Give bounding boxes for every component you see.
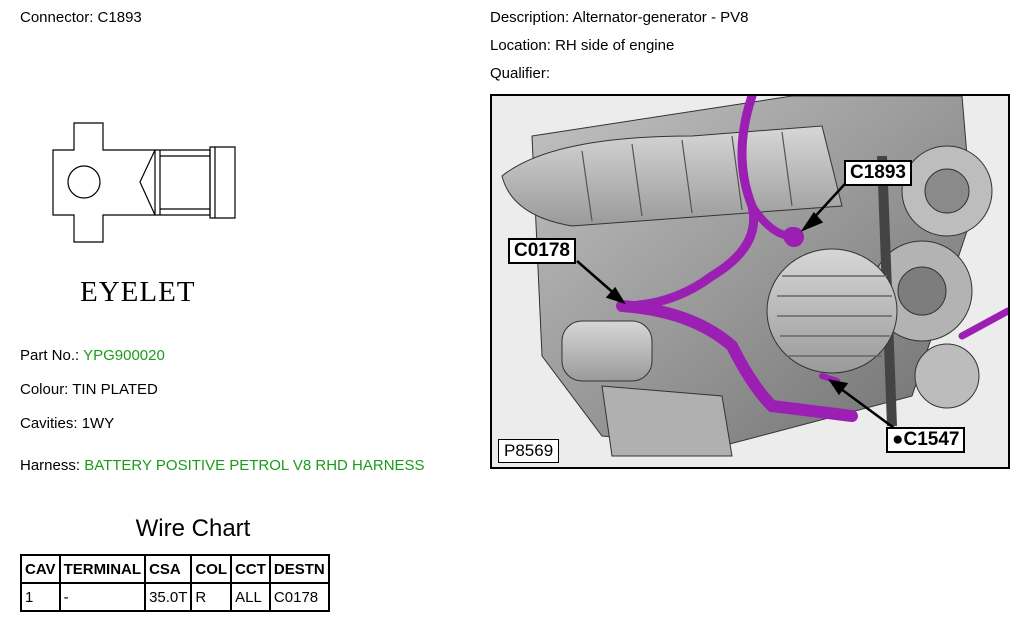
wire-chart-title: Wire Chart <box>135 515 251 542</box>
part-number-link[interactable]: YPG900020 <box>83 347 165 364</box>
colour-label: Colour: <box>20 381 69 398</box>
column-header-cct: CCT <box>230 554 271 584</box>
cell-csa: 35.0T <box>144 582 193 612</box>
column-header-terminal: TERMINAL <box>58 554 147 584</box>
cavities-label: Cavities: <box>20 415 78 432</box>
table-row: 1 - 35.0T R ALL C0178 <box>20 582 330 612</box>
cavities-value: 1WY <box>81 415 115 432</box>
connector-type-label: EYELET <box>80 276 196 308</box>
cell-col: R <box>190 582 233 612</box>
engine-location-photo: C1893 C0178 ●C1547 P8569 <box>490 94 1010 469</box>
wire-chart-table: CAV TERMINAL CSA COL CCT DESTN 1 - 35.0T… <box>20 554 330 612</box>
harness-line: Harness: BATTERY POSITIVE PETROL V8 RHD … <box>20 457 425 475</box>
callout-c0178: C0178 <box>508 238 576 264</box>
connector-id: C1893 <box>97 9 142 26</box>
description-label: Description: <box>490 9 570 26</box>
callout-c1547: ●C1547 <box>886 427 966 453</box>
callout-c1893: C1893 <box>844 160 912 186</box>
colour-value: TIN PLATED <box>72 381 158 398</box>
cell-cav: 1 <box>20 582 61 612</box>
eyelet-connector-drawing <box>50 120 240 245</box>
description-line: Description: Alternator-generator - PV8 <box>490 9 748 27</box>
table-header-row: CAV TERMINAL CSA COL CCT DESTN <box>20 554 330 584</box>
photo-reference-id: P8569 <box>498 439 560 463</box>
cell-terminal: - <box>58 582 147 612</box>
part-number-label: Part No.: <box>20 347 80 364</box>
column-header-cav: CAV <box>20 554 61 584</box>
column-header-col: COL <box>190 554 233 584</box>
location-line: Location: RH side of engine <box>490 37 674 55</box>
connector-line: Connector: C1893 <box>20 9 142 27</box>
description-value: Alternator-generator - PV8 <box>572 9 749 26</box>
location-label: Location: <box>490 37 551 54</box>
qualifier-line: Qualifier: <box>490 65 550 83</box>
connector-label: Connector: <box>20 9 94 26</box>
harness-link[interactable]: BATTERY POSITIVE PETROL V8 RHD HARNESS <box>84 457 425 474</box>
colour-line: Colour: TIN PLATED <box>20 381 158 399</box>
qualifier-label: Qualifier: <box>490 65 551 82</box>
column-header-csa: CSA <box>144 554 193 584</box>
location-value: RH side of engine <box>555 37 675 54</box>
column-header-destn: DESTN <box>268 554 330 584</box>
part-number-line: Part No.: YPG900020 <box>20 347 165 365</box>
cavities-line: Cavities: 1WY <box>20 415 114 433</box>
harness-label: Harness: <box>20 457 81 474</box>
cell-cct: ALL <box>230 582 271 612</box>
cell-destn: C0178 <box>268 582 330 612</box>
